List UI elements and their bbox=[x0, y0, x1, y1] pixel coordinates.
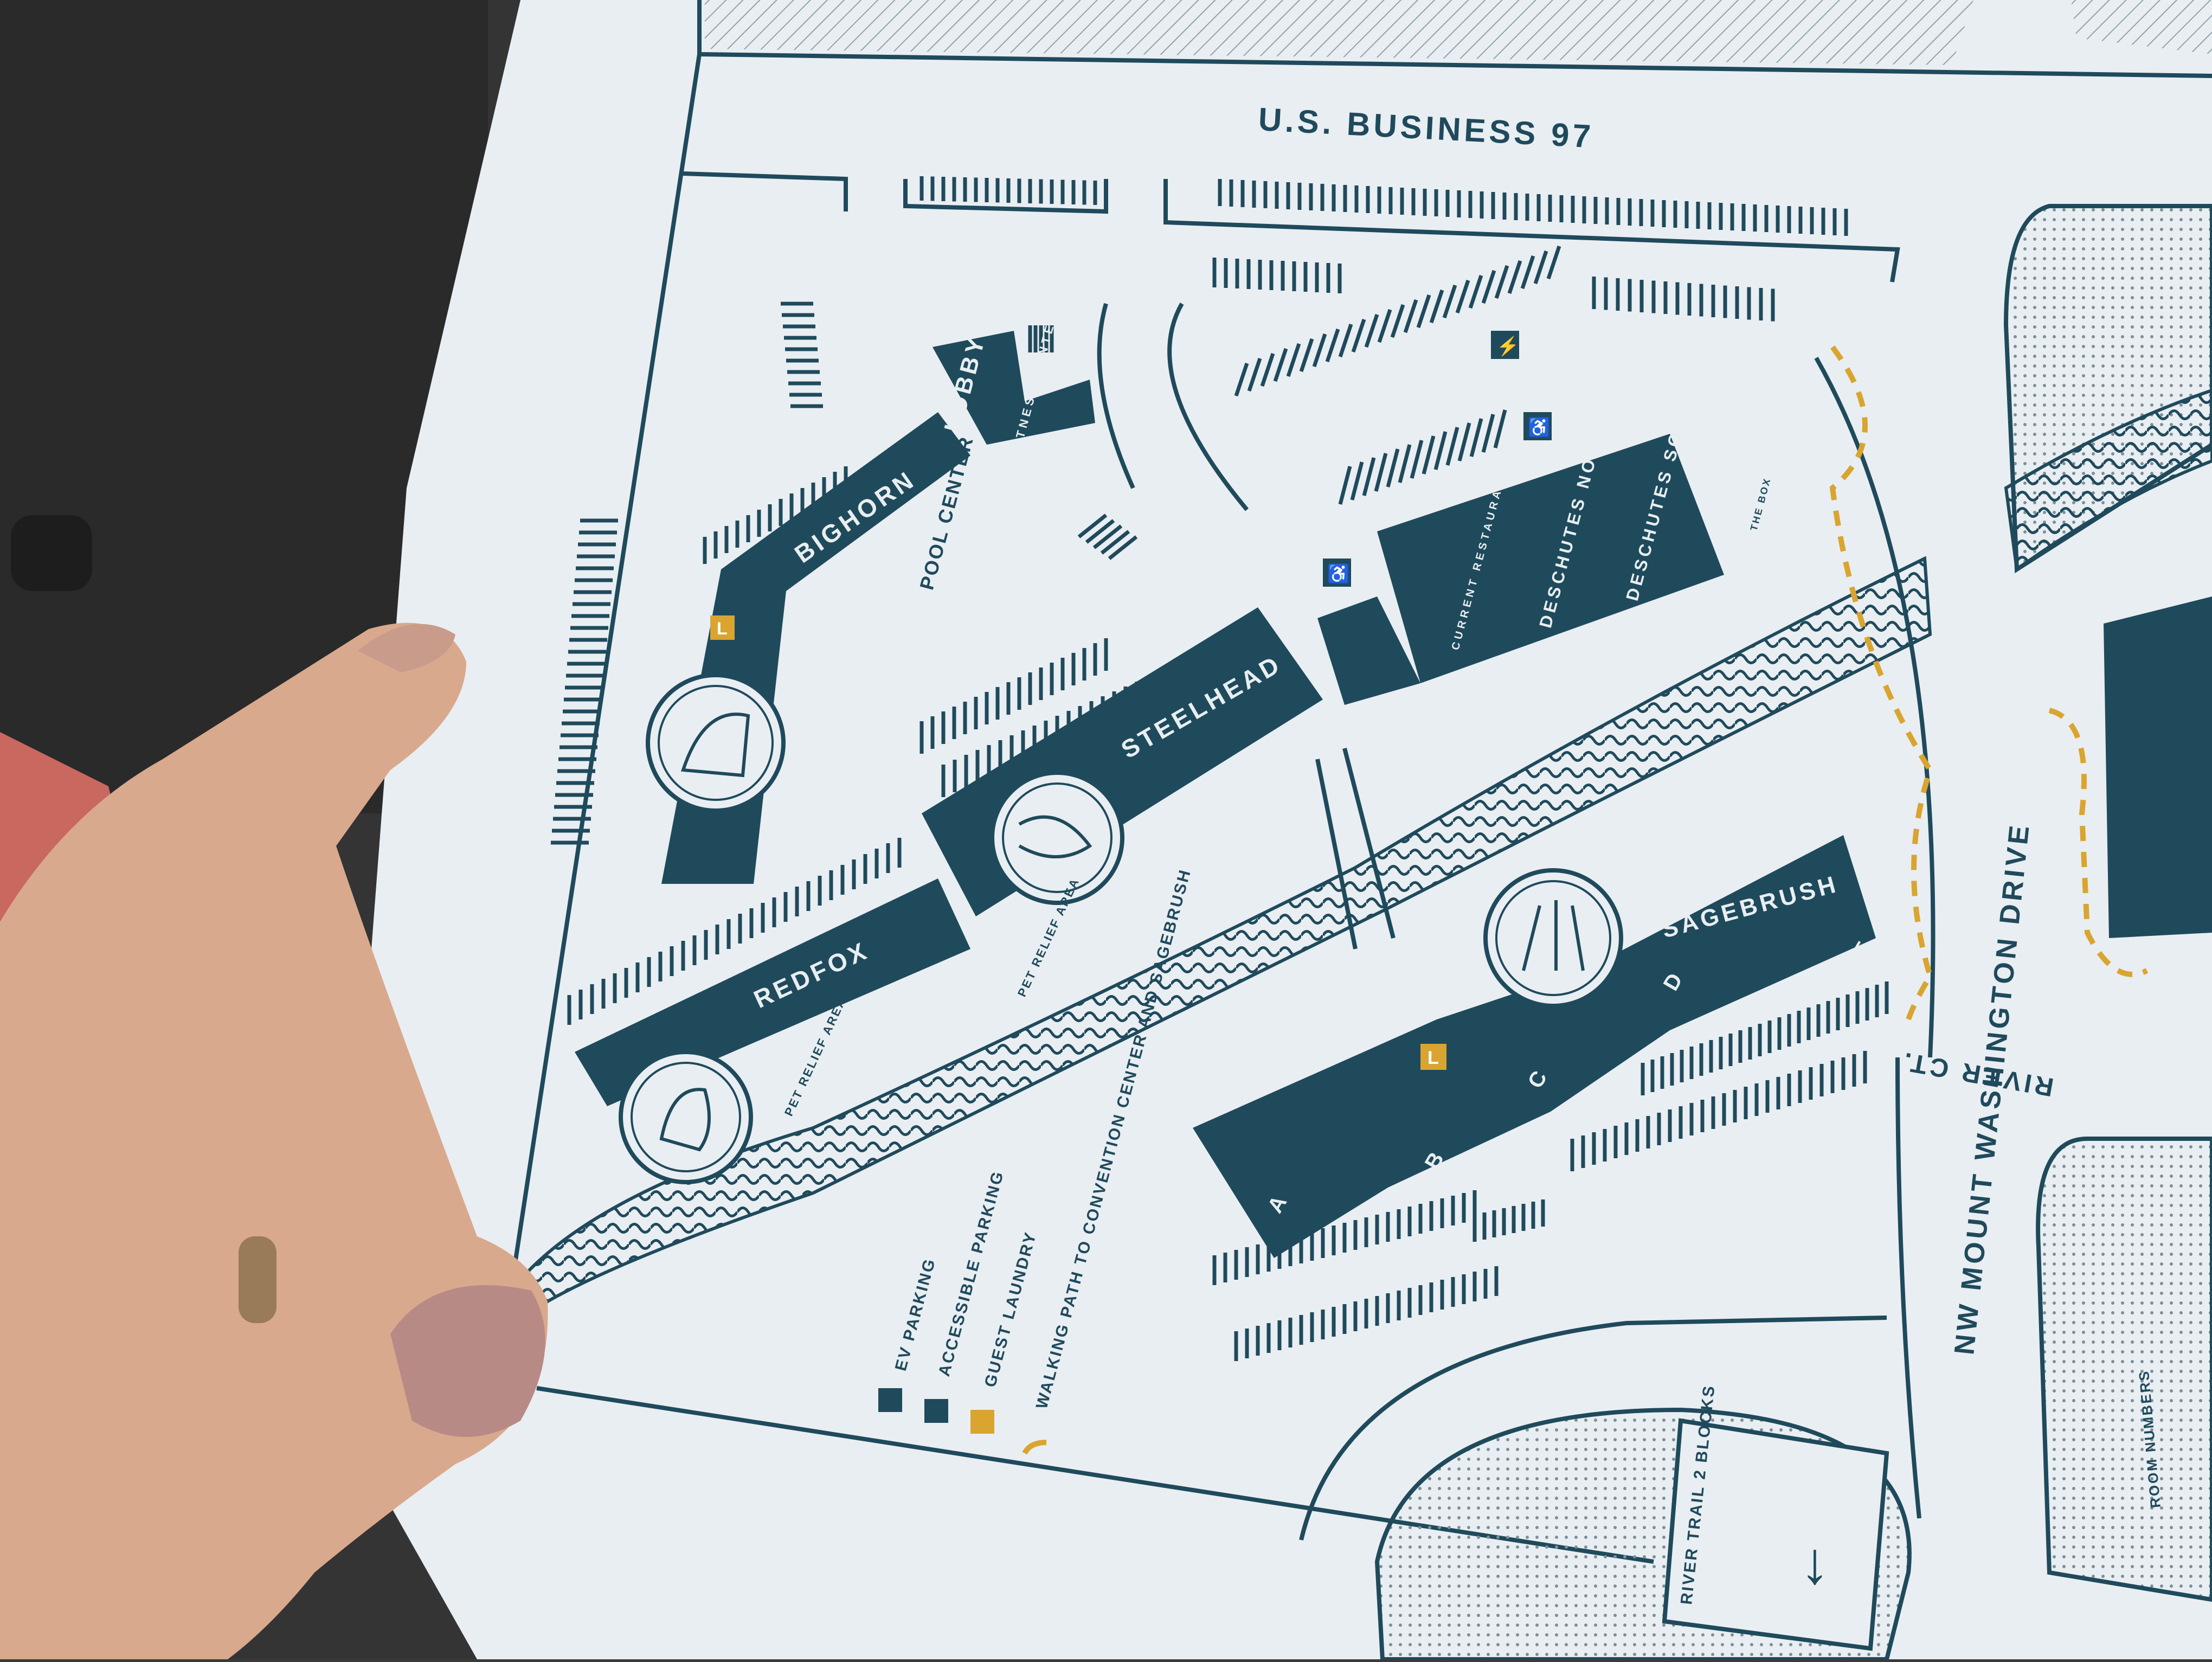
paper-map bbox=[336, 0, 2212, 1659]
svg-text:♿: ♿ bbox=[1327, 563, 1350, 585]
parking-stripe bbox=[1351, 318, 1366, 353]
building-sagebrush bbox=[1193, 835, 1876, 1258]
parking-stripe bbox=[1481, 269, 1496, 304]
emblem-sagebrush bbox=[1483, 868, 1623, 1008]
parking-stripe bbox=[1416, 294, 1431, 329]
svg-text:⚡: ⚡ bbox=[1496, 336, 1519, 357]
building-lobby bbox=[933, 331, 1095, 445]
parking-stripe bbox=[1374, 453, 1388, 492]
ev-icon bbox=[878, 1388, 902, 1412]
parking-stripe bbox=[1445, 427, 1459, 466]
walking-path bbox=[1829, 345, 1933, 1021]
parking-stripe bbox=[1469, 418, 1483, 457]
thumbnail bbox=[390, 1285, 545, 1437]
parking-stripe bbox=[1350, 461, 1364, 500]
parking-stripe bbox=[1468, 274, 1483, 309]
parking-stripe bbox=[1507, 260, 1522, 294]
laundry-marker-1: L bbox=[710, 615, 735, 640]
river bbox=[518, 556, 1932, 1304]
parking-stripe bbox=[1286, 343, 1301, 377]
parking-stripe bbox=[1481, 414, 1495, 453]
bridge-line-1 bbox=[1315, 759, 1358, 949]
right-road-edge-2 bbox=[1895, 1057, 1921, 1519]
parking-stripe bbox=[1077, 514, 1108, 538]
accessible-marker-map-2: ♿ bbox=[1323, 559, 1351, 587]
top-right-hatch bbox=[2071, 0, 2212, 54]
parking-stripe bbox=[1338, 323, 1353, 358]
accessible-marker-map-1: ♿ bbox=[1523, 412, 1552, 440]
svg-text:L: L bbox=[1427, 1048, 1439, 1068]
ring bbox=[239, 1236, 276, 1323]
laundry-marker-2: L bbox=[1420, 1044, 1446, 1070]
camera-lens-object bbox=[11, 515, 92, 591]
ev-marker-map: ⚡ bbox=[1491, 331, 1519, 359]
parking-stripe bbox=[1338, 466, 1352, 505]
parking-stripe bbox=[1386, 448, 1400, 487]
parking-stripe bbox=[1390, 304, 1405, 338]
emblem-bighorn bbox=[646, 673, 786, 813]
left-boundary-line bbox=[513, 54, 702, 1264]
parking-stripe bbox=[1092, 524, 1123, 549]
building-restaurant bbox=[1317, 596, 1420, 705]
svg-text:♿: ♿ bbox=[1528, 417, 1551, 438]
river-right bbox=[2004, 388, 2212, 573]
bottom-road-curve bbox=[1299, 1316, 1887, 1541]
entry-road-curve bbox=[1097, 303, 1135, 489]
right-building-partial bbox=[2104, 596, 2212, 938]
parking-stripe bbox=[1520, 255, 1535, 290]
parking-stripe bbox=[1273, 348, 1288, 382]
parking-stripe bbox=[1299, 338, 1314, 373]
parking-stripe bbox=[1234, 362, 1249, 397]
accessible-icon bbox=[924, 1399, 948, 1423]
parking-stripe bbox=[1325, 328, 1340, 363]
parking-stripe bbox=[1442, 284, 1457, 319]
building-redfox bbox=[575, 878, 970, 1106]
parking-stripe bbox=[1455, 279, 1470, 314]
parking-stripe bbox=[1362, 457, 1376, 496]
parking-stripe bbox=[1410, 440, 1424, 479]
right-road-edge bbox=[1814, 357, 1935, 1058]
parking-stripe bbox=[1100, 530, 1130, 555]
emblem-steelhead bbox=[990, 771, 1124, 905]
parking-stripe bbox=[1457, 422, 1471, 461]
river-trail-sign: RIVER TRAIL 2 BLOCKS ↓ bbox=[1662, 1384, 1889, 1651]
parking-stripe bbox=[1429, 289, 1444, 324]
parking-stripe bbox=[1377, 309, 1392, 343]
laundry-icon bbox=[970, 1410, 994, 1434]
walking-path-right bbox=[2048, 708, 2149, 977]
parking-stripe bbox=[1247, 357, 1262, 392]
parking-stripe bbox=[1260, 352, 1275, 387]
parking-stripe bbox=[1403, 299, 1418, 333]
parking-stripe bbox=[1422, 435, 1436, 474]
bridge-line-2 bbox=[1342, 748, 1396, 939]
parking-stripe bbox=[1433, 431, 1448, 470]
parking-stripe bbox=[1533, 250, 1548, 285]
parking-stripe bbox=[1493, 409, 1507, 448]
parking-stripe bbox=[1364, 313, 1379, 348]
parking-stripe bbox=[1494, 265, 1509, 299]
top-parking-rows bbox=[683, 171, 1900, 283]
parking-stripe bbox=[1085, 519, 1115, 544]
top-parking-hatch bbox=[705, 0, 1973, 65]
inner-road-curve bbox=[1167, 303, 1249, 511]
right-hatch-bottom bbox=[2036, 1137, 2212, 1602]
parking-stripe bbox=[1108, 535, 1138, 560]
finger-nail-top bbox=[358, 624, 455, 672]
parking-stripe bbox=[1546, 245, 1561, 280]
parking-stripe bbox=[1398, 444, 1412, 483]
parking-stripe bbox=[1312, 333, 1327, 368]
emblem-redfox bbox=[619, 1050, 753, 1184]
walking-path-icon bbox=[1022, 1440, 1047, 1455]
building-deschutes bbox=[1377, 434, 1724, 683]
down-arrow-icon: ↓ bbox=[1800, 1530, 1830, 1596]
svg-text:L: L bbox=[717, 619, 728, 638]
